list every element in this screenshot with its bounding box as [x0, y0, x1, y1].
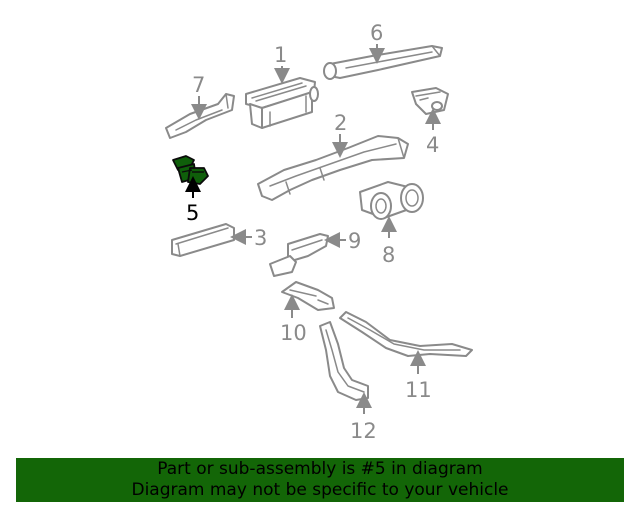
callout-4: 4 — [426, 133, 439, 157]
callout-5: 5 — [186, 201, 199, 225]
callout-12: 12 — [350, 419, 377, 443]
callout-11: 11 — [405, 378, 432, 402]
part-11-long-floor-duct — [339, 311, 473, 357]
callout-10: 10 — [280, 321, 307, 345]
callout-7: 7 — [192, 73, 205, 97]
part-9-duct-connector — [269, 233, 329, 277]
part-3-rect-vent — [171, 223, 235, 257]
part-6-upper-duct — [323, 45, 443, 80]
part-1-vent-housing — [245, 77, 319, 129]
part-10-floor-duct — [281, 281, 335, 311]
part-5-highlighted-vent — [172, 155, 209, 185]
callout-6: 6 — [370, 21, 383, 45]
part-info-banner: Part or sub-assembly is #5 in diagram Di… — [16, 458, 624, 502]
callout-1: 1 — [274, 43, 287, 67]
part-2-center-duct — [257, 135, 409, 201]
callout-3: 3 — [254, 226, 267, 250]
part-8-round-outlet — [359, 181, 424, 220]
callout-2: 2 — [334, 111, 347, 135]
part-12-rear-duct — [319, 321, 369, 401]
part-4-side-outlet — [411, 87, 449, 115]
banner-line-part-number: Part or sub-assembly is #5 in diagram — [157, 459, 483, 479]
banner-line-disclaimer: Diagram may not be specific to your vehi… — [131, 480, 509, 500]
callout-8: 8 — [382, 243, 395, 267]
callout-9: 9 — [348, 229, 361, 253]
exploded-parts-diagram: 1 6 7 4 — [165, 21, 473, 443]
